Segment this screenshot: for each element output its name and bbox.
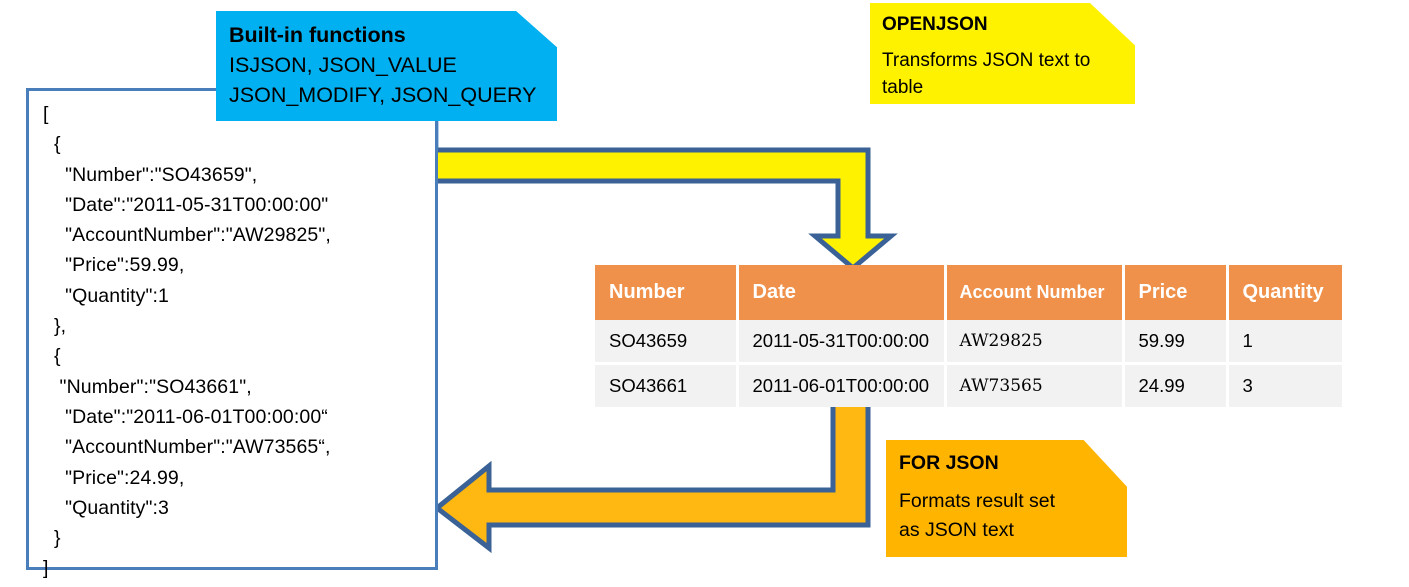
cell-account-number: AW29825 [945, 320, 1125, 365]
table-header-date: Date [737, 265, 947, 320]
forjson-elbow-arrow [432, 395, 871, 554]
table-header-price: Price [1123, 265, 1229, 320]
callout-for-json-line2: as JSON text [899, 519, 1014, 541]
callout-openjson-line2: table [882, 77, 924, 98]
callout-for-json-title: FOR JSON [899, 452, 999, 474]
callout-openjson: OPENJSON Transforms JSON text to table [870, 3, 1135, 104]
table-header-number: Number [595, 265, 739, 320]
callout-openjson-line1: Transforms JSON text to [882, 50, 1091, 71]
callout-openjson-title: OPENJSON [882, 14, 988, 35]
cell-quantity: 3 [1227, 363, 1342, 407]
callout-built-in-functions-line2: JSON_MODIFY, JSON_QUERY [229, 83, 537, 107]
cell-quantity: 1 [1227, 320, 1342, 365]
json-document-text: [ { "Number":"SO43659", "Date":"2011-05-… [43, 103, 331, 580]
cell-number: SO43661 [595, 363, 739, 407]
cell-price: 24.99 [1123, 363, 1229, 407]
cell-date: 2011-06-01T00:00:00 [737, 363, 947, 407]
cell-price: 59.99 [1123, 320, 1229, 365]
callout-built-in-functions: Built-in functions ISJSON, JSON_VALUE JS… [216, 11, 557, 121]
json-document-box: [ { "Number":"SO43659", "Date":"2011-05-… [26, 88, 438, 579]
table-header-row: Number Date Account Number Price Quantit… [595, 265, 1342, 320]
openjson-elbow-arrow [430, 147, 898, 272]
table-header-quantity: Quantity [1227, 265, 1342, 320]
callout-for-json-line1: Formats result set [899, 490, 1056, 512]
callout-built-in-functions-line1: ISJSON, JSON_VALUE [229, 53, 457, 77]
result-table: Number Date Account Number Price Quantit… [595, 265, 1342, 407]
callout-built-in-functions-title: Built-in functions [229, 23, 406, 47]
table-row: SO43661 2011-06-01T00:00:00 AW73565 24.9… [595, 363, 1342, 407]
table-header-account-number: Account Number [945, 265, 1125, 320]
cell-date: 2011-05-31T00:00:00 [737, 320, 947, 365]
callout-for-json: FOR JSON Formats result set as JSON text [886, 440, 1127, 557]
cell-number: SO43659 [595, 320, 739, 365]
cell-account-number: AW73565 [945, 363, 1125, 407]
table-row: SO43659 2011-05-31T00:00:00 AW29825 59.9… [595, 320, 1342, 365]
